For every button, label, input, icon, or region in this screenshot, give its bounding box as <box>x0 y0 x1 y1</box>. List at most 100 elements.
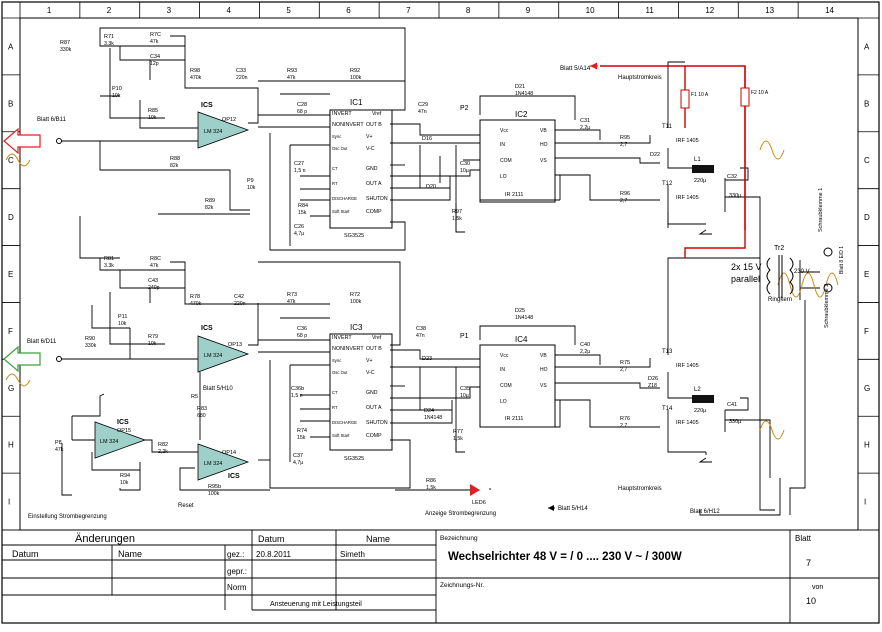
pin-noninvert: NONINVERT <box>332 346 364 352</box>
column-4: 4 <box>227 6 232 15</box>
svg-text:C33: C33 <box>236 68 246 74</box>
pin-discharge: DISCHARGE <box>332 420 357 425</box>
svg-text:D20: D20 <box>426 184 436 190</box>
row-right-F: F <box>864 327 869 336</box>
pin-out-a: OUT A <box>366 181 382 187</box>
pin-discharge: DISCHARGE <box>332 196 357 201</box>
gez-label: gez.: <box>227 550 244 559</box>
column-12: 12 <box>705 6 714 15</box>
op12-opamp: LM 324 OP12 ICS <box>197 102 250 149</box>
pin-ct: CT <box>332 166 338 171</box>
svg-text:R72: R72 <box>350 292 360 298</box>
pin-rt: RT <box>332 181 338 186</box>
svg-text:R97: R97 <box>452 209 462 215</box>
svg-text:1,5 n: 1,5 n <box>294 168 306 174</box>
fuse-f2-label: F2 10 A <box>751 90 769 96</box>
svg-text:R93: R93 <box>287 68 297 74</box>
svg-text:P10: P10 <box>112 86 122 92</box>
svg-text:47k: 47k <box>55 447 64 453</box>
svg-text:R73: R73 <box>287 292 297 298</box>
svg-text:IC4: IC4 <box>515 335 528 344</box>
svg-text:D22: D22 <box>650 152 660 158</box>
fuse-f2 <box>740 87 750 107</box>
svg-text:C41: C41 <box>727 402 737 408</box>
svg-text:parallel: parallel <box>731 274 760 284</box>
component-d20: D20 <box>426 184 436 190</box>
svg-text:IC1: IC1 <box>350 98 363 107</box>
pin-vs: VS <box>540 383 547 389</box>
svg-text:R84: R84 <box>298 203 308 209</box>
col-datum: Datum <box>12 549 39 559</box>
svg-text:10k: 10k <box>112 93 121 99</box>
transformer-tr2: Tr2 230 V Ringkern 2x 15 V parallel <box>731 245 833 303</box>
row-right-G: G <box>864 384 870 393</box>
svg-text:IC3: IC3 <box>350 323 363 332</box>
led6-symbol <box>470 484 480 496</box>
svg-text:R85: R85 <box>148 108 158 114</box>
svg-text:D26: D26 <box>648 376 658 382</box>
svg-text:IRF 1405: IRF 1405 <box>676 363 699 369</box>
svg-text:82k: 82k <box>205 205 214 211</box>
svg-text:1N4148: 1N4148 <box>424 415 442 421</box>
bottom-wiring <box>60 216 820 516</box>
svg-text:LM 324: LM 324 <box>204 461 222 467</box>
row-right-A: A <box>864 42 870 51</box>
svg-text:68 p: 68 p <box>297 109 307 115</box>
zeichnungs-label: Zeichnungs-Nr. <box>440 582 484 589</box>
pin-in: IN <box>500 367 505 373</box>
svg-text:4,7µ: 4,7µ <box>294 231 304 237</box>
svg-text:47n: 47n <box>416 333 425 339</box>
row-I: I <box>8 498 10 507</box>
blatt8-label: Blatt 8 E/D 1 <box>839 246 845 274</box>
pin-lo: LO <box>500 174 507 180</box>
p1-testpoint: P1 <box>460 333 469 340</box>
blatt-value: 7 <box>806 558 811 568</box>
svg-text:OP13: OP13 <box>228 342 242 348</box>
svg-text:IRF 1405: IRF 1405 <box>676 138 699 144</box>
svg-text:C32: C32 <box>727 174 737 180</box>
von-value: 10 <box>806 596 816 606</box>
pin-invert: INVERT <box>332 335 352 341</box>
svg-text:680: 680 <box>197 413 206 419</box>
row-B: B <box>8 99 13 108</box>
pin-sync: Sync <box>332 134 341 139</box>
svg-text:R71: R71 <box>104 34 114 40</box>
svg-text:ICS: ICS <box>228 473 240 480</box>
svg-text:1,5k: 1,5k <box>452 216 462 222</box>
svg-text:330µ: 330µ <box>729 193 742 199</box>
svg-text:330k: 330k <box>85 343 97 349</box>
svg-text:D23: D23 <box>422 356 432 362</box>
pin-v-c: V-C <box>366 146 375 152</box>
drawing-title: Wechselrichter 48 V = / 0 .... 230 V ~ /… <box>448 551 682 563</box>
svg-text:47n: 47n <box>418 109 427 115</box>
svg-text:R76: R76 <box>620 416 630 422</box>
inductor-l2 <box>692 395 714 403</box>
column-5: 5 <box>286 6 291 15</box>
svg-text:C37: C37 <box>293 453 303 459</box>
pin-out-b: OUT B <box>366 346 382 352</box>
pin-v+: V+ <box>366 358 373 364</box>
